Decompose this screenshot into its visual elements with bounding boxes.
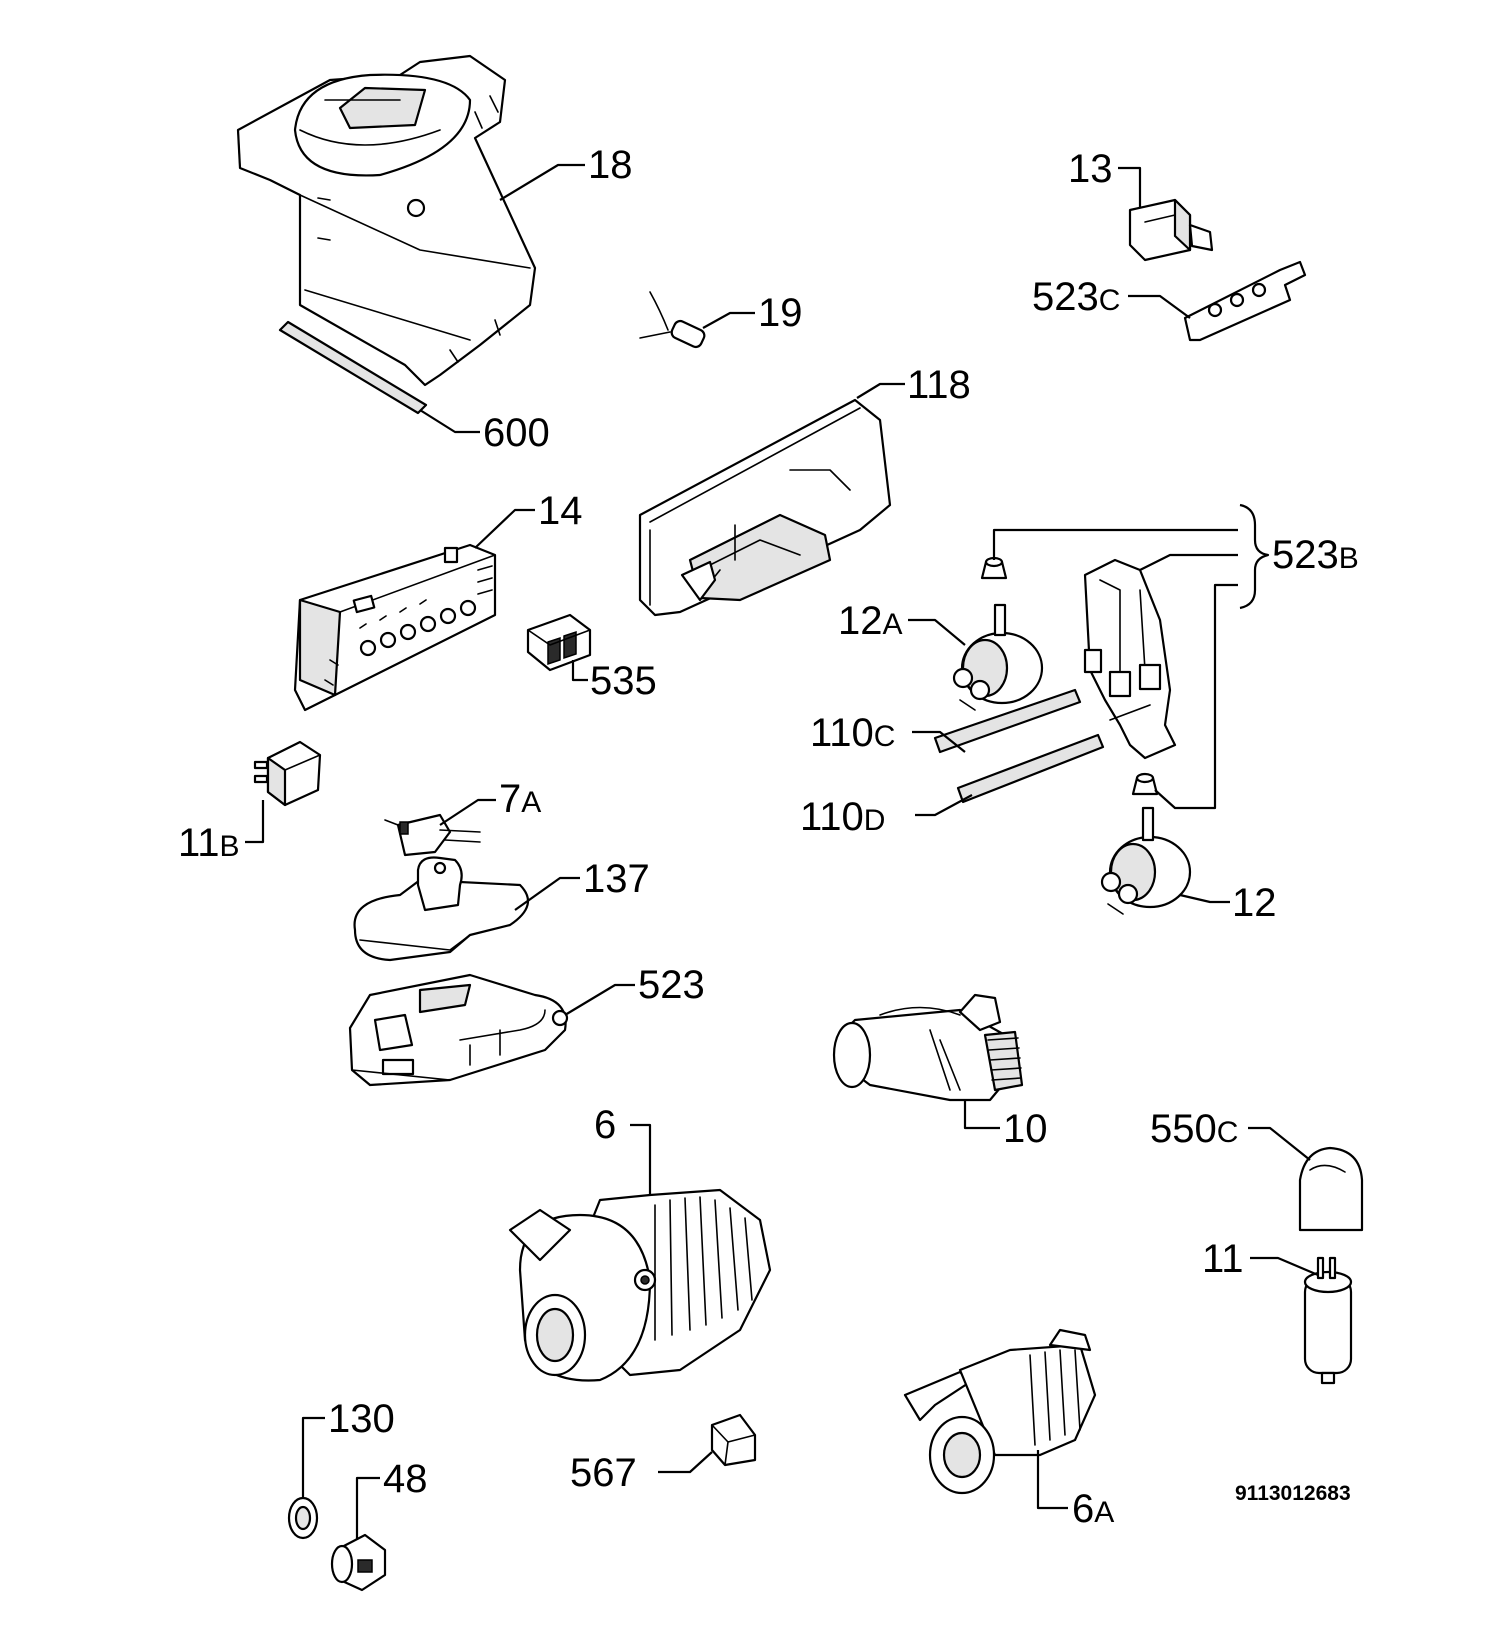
label-523b: 523B: [1272, 533, 1359, 577]
label-13: 13: [1068, 147, 1113, 191]
leader-523b-low: [1154, 583, 1238, 810]
leader-6a: [1036, 1450, 1068, 1510]
label-110d: 110D: [800, 795, 885, 839]
part-14-board: [293, 543, 497, 712]
part-110c-tube: [933, 688, 1082, 754]
label-12a: 12A: [838, 599, 903, 643]
leader-523: [564, 983, 635, 1016]
part-523b-nozzle-bottom: [1131, 772, 1159, 796]
label-7a: 7A: [499, 777, 541, 821]
part-11b-relay: [253, 740, 322, 807]
leader-11b: [245, 800, 265, 844]
leader-7a: [439, 798, 496, 826]
part-523-base: [348, 973, 569, 1087]
label-6: 6: [594, 1103, 616, 1147]
leader-18: [499, 163, 585, 201]
part-600-strip: [278, 320, 428, 415]
leader-118: [856, 382, 905, 399]
drawing-code: 9113012683: [1235, 1482, 1351, 1505]
part-137-cover: [353, 856, 530, 962]
label-18: 18: [588, 143, 633, 187]
part-130-ring: [287, 1496, 319, 1540]
part-118-panel: [638, 398, 892, 617]
part-523c-bracket: [1183, 260, 1307, 342]
part-11-capacitor: [1303, 1256, 1353, 1385]
part-523b-bracket: [1083, 558, 1177, 760]
part-523b-nozzle-top: [980, 556, 1008, 580]
part-12a-pressure-switch: [952, 603, 1044, 711]
part-110d-tube: [956, 733, 1105, 804]
part-48-plug: [330, 1533, 387, 1592]
part-19-sensor: [639, 291, 706, 349]
part-10-heater: [832, 993, 1024, 1102]
leader-523c: [1128, 294, 1191, 319]
part-567-clip: [710, 1413, 757, 1467]
part-18-housing: [236, 54, 537, 387]
leader-550c: [1248, 1126, 1311, 1161]
leader-14: [474, 508, 535, 549]
leader-567: [658, 1451, 713, 1474]
leader-130: [301, 1416, 325, 1498]
part-12-pressure-switch: [1100, 806, 1192, 915]
label-535: 535: [590, 659, 657, 703]
leader-19: [702, 311, 755, 329]
label-523c: 523C: [1032, 275, 1120, 319]
label-130: 130: [328, 1397, 395, 1441]
part-6-pump-motor: [508, 1188, 772, 1382]
part-7a-sensor: [384, 813, 481, 857]
leader-12a: [908, 618, 966, 646]
label-118: 118: [907, 363, 971, 407]
leader-110c: [912, 730, 966, 753]
leader-48: [355, 1476, 380, 1540]
leader-600: [419, 409, 480, 434]
label-550c: 550C: [1150, 1107, 1238, 1151]
leader-523b-mid: [1139, 553, 1238, 571]
label-6a: 6A: [1072, 1487, 1114, 1531]
label-523: 523: [638, 963, 705, 1007]
leader-12: [1179, 893, 1230, 904]
part-6a-drain-pump: [903, 1328, 1097, 1495]
part-535-connector: [526, 613, 592, 672]
part-13-switch: [1128, 198, 1214, 262]
part-550c-cap: [1298, 1146, 1364, 1232]
label-600: 600: [483, 411, 550, 455]
label-110c: 110C: [810, 711, 895, 755]
label-14: 14: [538, 489, 583, 533]
label-12: 12: [1232, 881, 1277, 925]
label-10: 10: [1003, 1107, 1048, 1151]
label-19: 19: [758, 291, 803, 335]
label-137: 137: [583, 857, 650, 901]
leader-137: [514, 876, 580, 911]
leader-523b-top: [992, 528, 1238, 560]
label-11: 11: [1202, 1237, 1244, 1281]
label-11b: 11B: [178, 821, 240, 865]
leader-6: [630, 1123, 652, 1195]
leader-535: [571, 660, 588, 682]
label-48: 48: [383, 1457, 428, 1501]
leader-523b-brace: [1239, 503, 1270, 610]
leader-13: [1118, 166, 1142, 208]
label-567: 567: [570, 1451, 637, 1495]
leader-11: [1250, 1256, 1319, 1277]
leader-110d: [915, 794, 973, 817]
leader-10: [963, 1100, 1000, 1130]
